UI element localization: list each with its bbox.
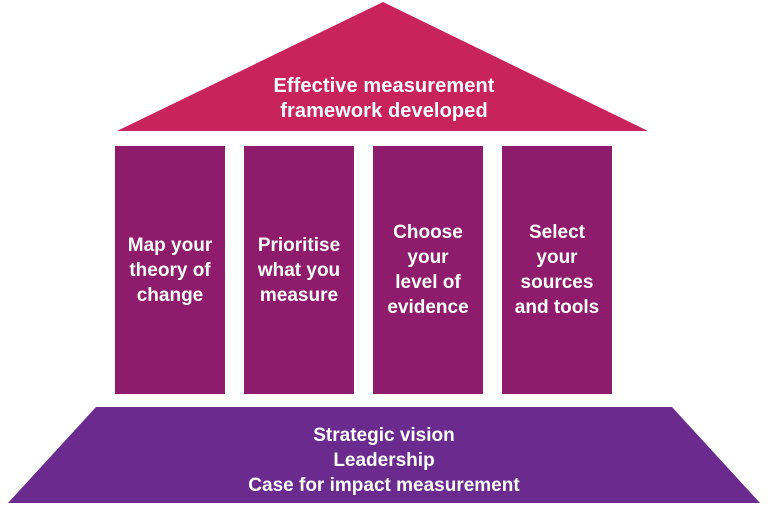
pillar-label-line-4: and tools	[514, 297, 600, 318]
pillar-label-line-2: what you	[257, 259, 341, 281]
base-plinth: Strategic vision Leadership Case for imp…	[0, 406, 768, 505]
pillar-label: Prioritise what you measure	[254, 233, 344, 308]
pillar-select-sources-and-tools: Select your sources and tools	[502, 146, 612, 394]
pillar-label-line-3: change	[136, 284, 204, 306]
pillar-label-line-1: Map your	[127, 234, 213, 256]
pillar-label-line-3: measure	[259, 284, 339, 306]
pillar-prioritise-what-you-measure: Prioritise what you measure	[244, 146, 354, 394]
pillar-label: Map your theory of change	[124, 233, 216, 308]
pillar-label: Select your sources and tools	[511, 220, 603, 320]
pillar-label-line-3: level of	[395, 272, 461, 293]
pillar-label-line-2: theory of	[129, 259, 211, 281]
pillar-label-line-2: your	[536, 247, 578, 268]
pillar-label-line-1: Choose	[393, 222, 463, 243]
pillar-label-line-1: Prioritise	[257, 234, 341, 256]
pillar-map-theory-of-change: Map your theory of change	[115, 146, 225, 394]
base-trapezoid-shape	[8, 407, 760, 503]
pillar-label-line-2: your	[407, 247, 449, 268]
roof-pediment: Effective measurement framework develope…	[0, 0, 768, 134]
pillar-label-line-4: evidence	[387, 297, 469, 318]
pillar-choose-level-of-evidence: Choose your level of evidence	[373, 146, 483, 394]
pillar-label-line-3: sources	[520, 272, 594, 293]
roof-triangle-shape	[117, 2, 648, 131]
pillar-label: Choose your level of evidence	[383, 220, 472, 320]
pillar-label-line-1: Select	[529, 222, 585, 243]
